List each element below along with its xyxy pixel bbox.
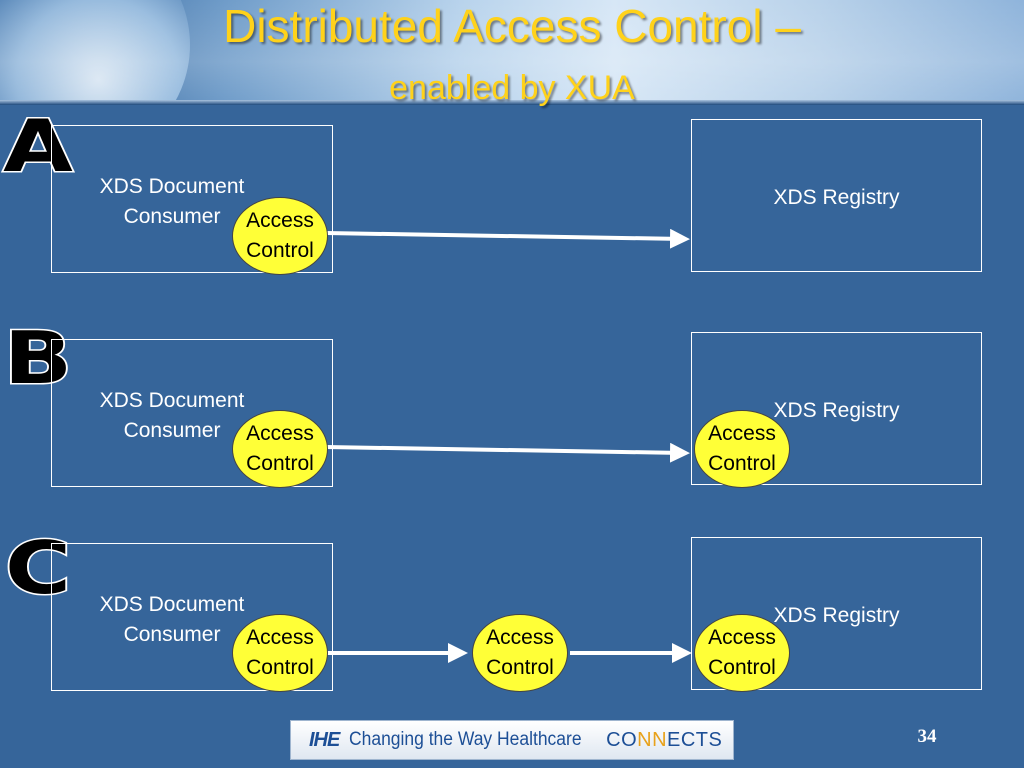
connects-prefix: CO xyxy=(606,728,638,751)
access-control-line1: Access xyxy=(246,422,314,445)
registry-box-b: XDS Registry xyxy=(691,332,982,485)
access-control-line1: Access xyxy=(246,626,314,649)
access-control-line2: Control xyxy=(246,239,314,262)
footer-tagline: Changing the Way Healthcare xyxy=(349,729,582,750)
consumer-label: XDS Document Consumer xyxy=(52,386,292,446)
arrow-b xyxy=(325,442,690,463)
consumer-label-line1: XDS Document xyxy=(99,389,245,412)
consumer-label-line1: XDS Document xyxy=(99,175,245,198)
connects-suffix: ECTS xyxy=(667,728,723,751)
registry-box-a: XDS Registry xyxy=(691,119,982,272)
connects-wordmark: CONNECTS xyxy=(606,729,722,752)
access-control-registry-b: Access Control xyxy=(694,410,790,488)
ihe-logo-mark: IHE xyxy=(309,728,340,751)
access-control-line2: Control xyxy=(708,452,776,475)
access-control-line1: Access xyxy=(708,626,776,649)
header-divider xyxy=(0,100,1024,105)
consumer-box-c: XDS Document Consumer xyxy=(51,543,333,691)
page-number: 34 xyxy=(917,726,937,747)
consumer-label: XDS Document Consumer xyxy=(52,590,292,650)
registry-label: XDS Registry xyxy=(773,399,900,422)
consumer-label-line2: Consumer xyxy=(123,205,221,228)
consumer-label: XDS Document Consumer xyxy=(52,172,292,232)
access-control-line1: Access xyxy=(486,626,554,649)
access-control-consumer-b: Access Control xyxy=(232,410,328,488)
consumer-label-line2: Consumer xyxy=(123,623,221,646)
footer-logo-banner: IHE Changing the Way Healthcare CONNECTS xyxy=(290,720,734,760)
access-control-line2: Control xyxy=(246,452,314,475)
consumer-box-a: XDS Document Consumer xyxy=(51,125,333,273)
access-control-line2: Control xyxy=(486,656,554,679)
header-banner xyxy=(0,0,1024,103)
access-control-line1: Access xyxy=(246,209,314,232)
registry-label: XDS Registry xyxy=(773,604,900,627)
registry-label: XDS Registry xyxy=(773,186,900,209)
consumer-box-b: XDS Document Consumer xyxy=(51,339,333,487)
access-control-line1: Access xyxy=(708,422,776,445)
access-control-line2: Control xyxy=(708,656,776,679)
row-letter-b: B xyxy=(2,316,74,400)
arrow-a xyxy=(325,228,690,249)
header-shade xyxy=(0,0,1024,103)
access-control-consumer-a: Access Control xyxy=(232,197,328,275)
connects-highlight: NN xyxy=(637,728,668,751)
globe-graphic xyxy=(0,0,190,103)
registry-box-c: XDS Registry xyxy=(691,537,982,690)
access-control-consumer-c: Access Control xyxy=(232,614,328,692)
slide-title: Distributed Access Control – xyxy=(223,0,801,52)
access-control-line2: Control xyxy=(246,656,314,679)
access-control-intermediary-c: Access Control xyxy=(472,614,568,692)
slide-subtitle: enabled by XUA xyxy=(389,69,635,107)
row-letter-a: A xyxy=(1,104,74,188)
consumer-label-line2: Consumer xyxy=(123,419,221,442)
access-control-registry-c: Access Control xyxy=(694,614,790,692)
consumer-label-line1: XDS Document xyxy=(99,593,245,616)
